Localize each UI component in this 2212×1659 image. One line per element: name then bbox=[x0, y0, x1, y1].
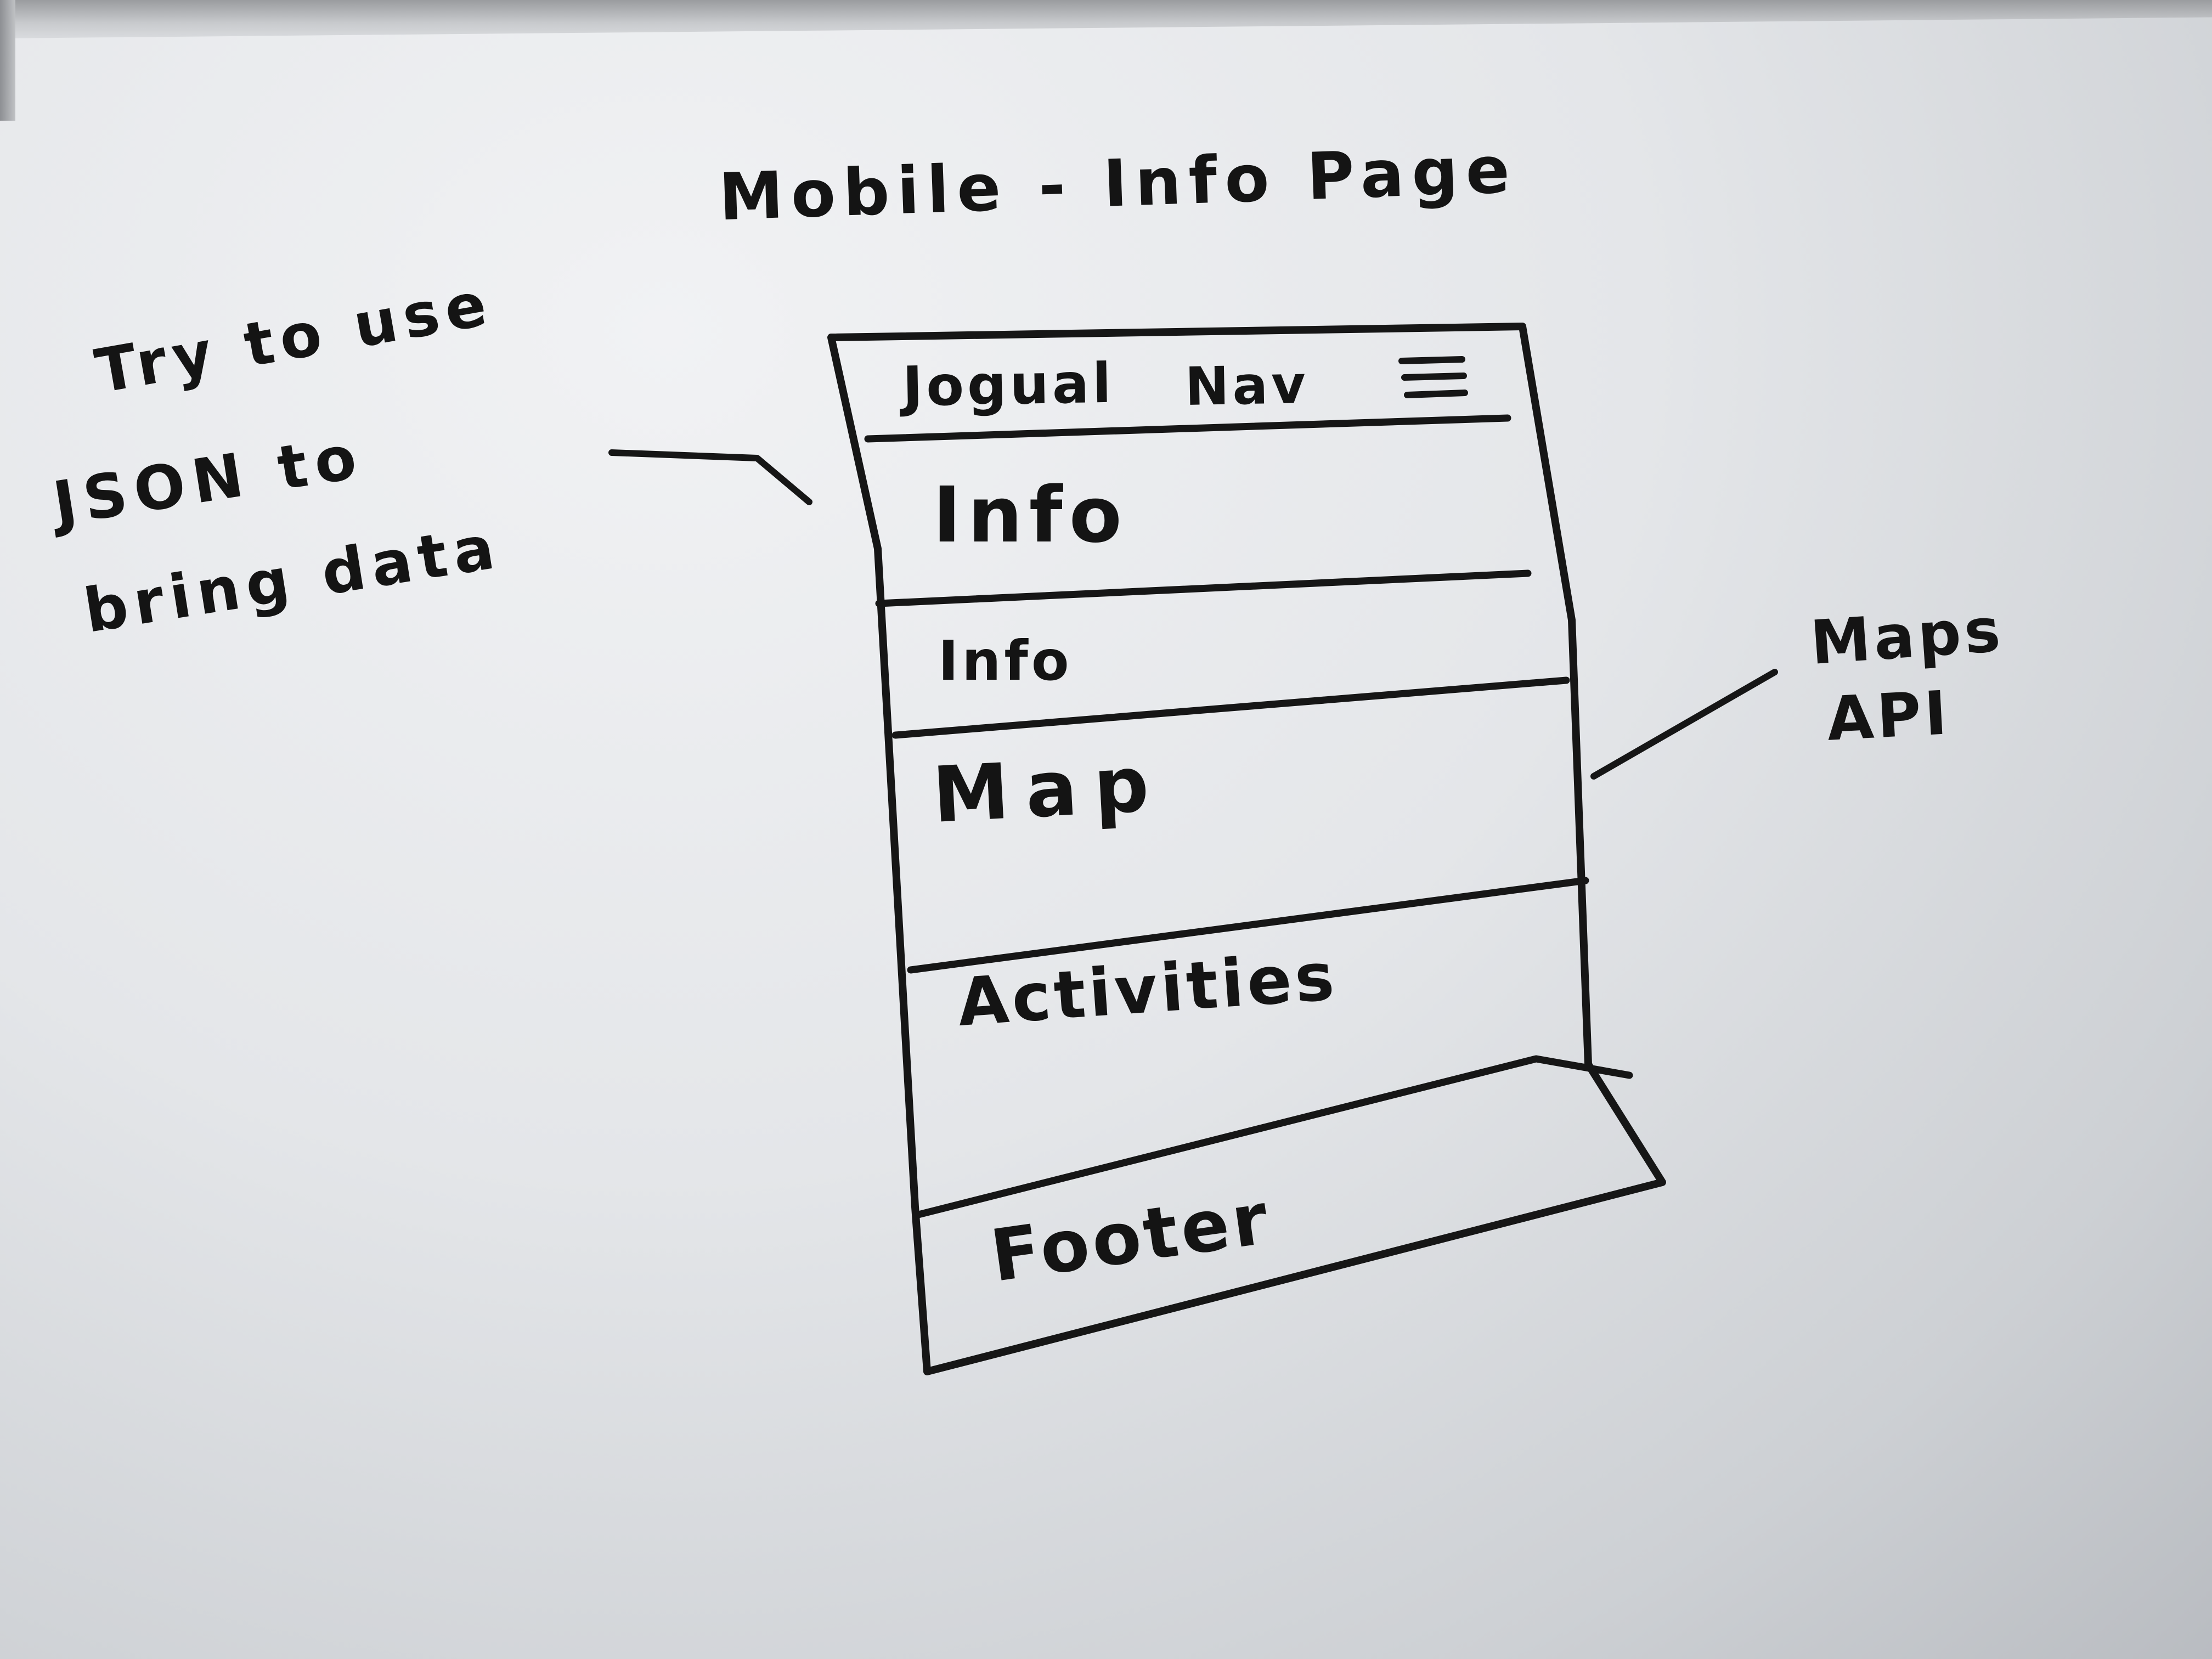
whiteboard-frame-left bbox=[0, 0, 15, 121]
divider-activities bbox=[912, 1055, 1633, 1219]
phone-outline bbox=[827, 323, 1666, 1375]
divider-map bbox=[907, 877, 1589, 974]
divider-info-1 bbox=[875, 569, 1532, 607]
section-info-2: Info bbox=[938, 629, 1073, 693]
hamburger-menu-icon[interactable] bbox=[1398, 356, 1468, 398]
wireframe-brand: Jogual bbox=[901, 351, 1115, 419]
divider-header bbox=[864, 414, 1511, 443]
note-right-line-2: API bbox=[1825, 678, 1952, 754]
connector-right bbox=[1590, 669, 1778, 780]
section-info-1: Info bbox=[933, 471, 1128, 560]
divider-info-2 bbox=[891, 676, 1570, 739]
note-right-line-1: Maps bbox=[1808, 594, 2006, 679]
wireframe-nav-label: Nav bbox=[1184, 354, 1310, 417]
section-map: Map bbox=[930, 739, 1167, 840]
connector-left bbox=[608, 449, 812, 505]
